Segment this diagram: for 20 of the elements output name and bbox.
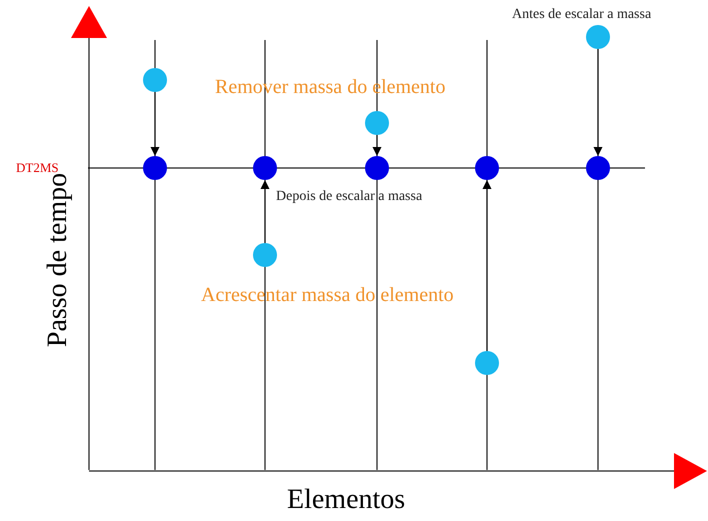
after-scaling-dot [586,156,610,180]
after-scaling-dot [143,156,167,180]
arrow [594,49,602,156]
arrow [150,92,160,156]
after-scaling-dot [253,156,277,180]
before-scaling-dot [475,351,499,375]
after-scaling-dot [475,156,499,180]
arrow [260,180,270,243]
before-scaling-dot [143,68,167,92]
axis-title: Elementos [287,484,406,516]
before-scaling-dot [586,25,610,49]
before-scaling-dot [365,111,389,135]
annotation-text: Antes de escalar a massa [512,7,652,23]
arrow [372,135,382,156]
annotation-text: Depois de escalar a massa [276,189,422,205]
axis-tick-label: DT2MS [16,160,59,175]
axis-title: Passo de tempo [42,172,74,348]
arrow [482,180,492,351]
after-scaling-dot [365,156,389,180]
before-scaling-dot [253,243,277,267]
